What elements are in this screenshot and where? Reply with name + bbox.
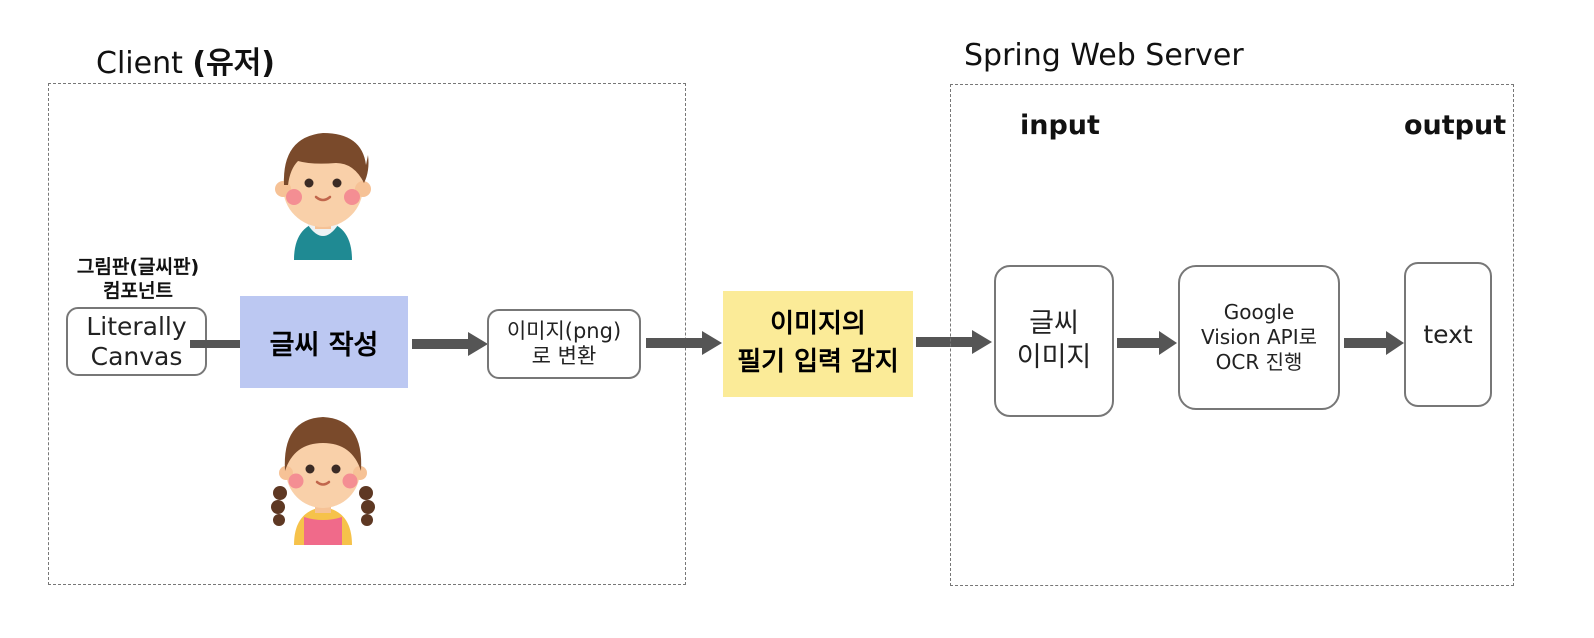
arrow-image-to-ocr — [1117, 331, 1177, 355]
handwriting-detect-box: 이미지의 필기 입력 감지 — [723, 291, 913, 397]
client-title: Client (유저) — [96, 46, 276, 81]
boy-avatar-icon — [275, 133, 371, 260]
input-label: input — [1020, 110, 1100, 141]
arrow-convert-to-detect — [646, 331, 722, 355]
component-label: 그림판(글씨판) 컴포넌트 — [76, 256, 200, 302]
google-vision-ocr-box: Google Vision API로 OCR 진행 — [1178, 265, 1340, 410]
server-boundary — [950, 84, 1514, 586]
output-label: output — [1404, 110, 1507, 141]
arrow-detect-to-server — [916, 330, 992, 354]
client-boundary — [48, 83, 686, 585]
arrow-ocr-to-text — [1344, 331, 1404, 355]
girl-avatar-icon — [271, 417, 375, 545]
text-output-box: text — [1404, 262, 1492, 407]
handwriting-image-box: 글씨 이미지 — [994, 265, 1114, 417]
literally-canvas-box: Literally Canvas — [66, 307, 207, 376]
write-box: 글씨 작성 — [240, 296, 408, 388]
arrow-write-to-convert — [412, 332, 488, 356]
canvas-connector — [190, 340, 242, 348]
server-title: Spring Web Server — [964, 38, 1244, 73]
png-convert-box: 이미지(png) 로 변환 — [487, 309, 641, 379]
